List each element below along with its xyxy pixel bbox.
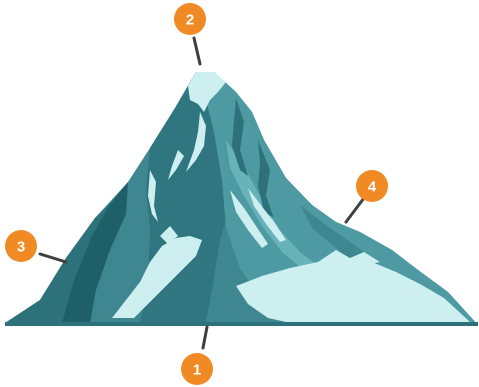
leader-line-3 xyxy=(40,254,66,262)
leader-line-4 xyxy=(346,198,364,222)
marker-2: 2 xyxy=(174,3,206,35)
leader-line-1 xyxy=(203,327,207,348)
marker-1-label: 1 xyxy=(193,362,201,379)
marker-1: 1 xyxy=(181,353,213,385)
marker-4: 4 xyxy=(356,170,388,202)
marker-3: 3 xyxy=(5,230,37,262)
mountain xyxy=(5,72,478,326)
marker-2-label: 2 xyxy=(186,12,194,29)
leader-line-2 xyxy=(194,38,200,64)
marker-3-label: 3 xyxy=(17,239,25,256)
marker-4-label: 4 xyxy=(368,179,377,196)
mountain-base xyxy=(5,322,478,326)
